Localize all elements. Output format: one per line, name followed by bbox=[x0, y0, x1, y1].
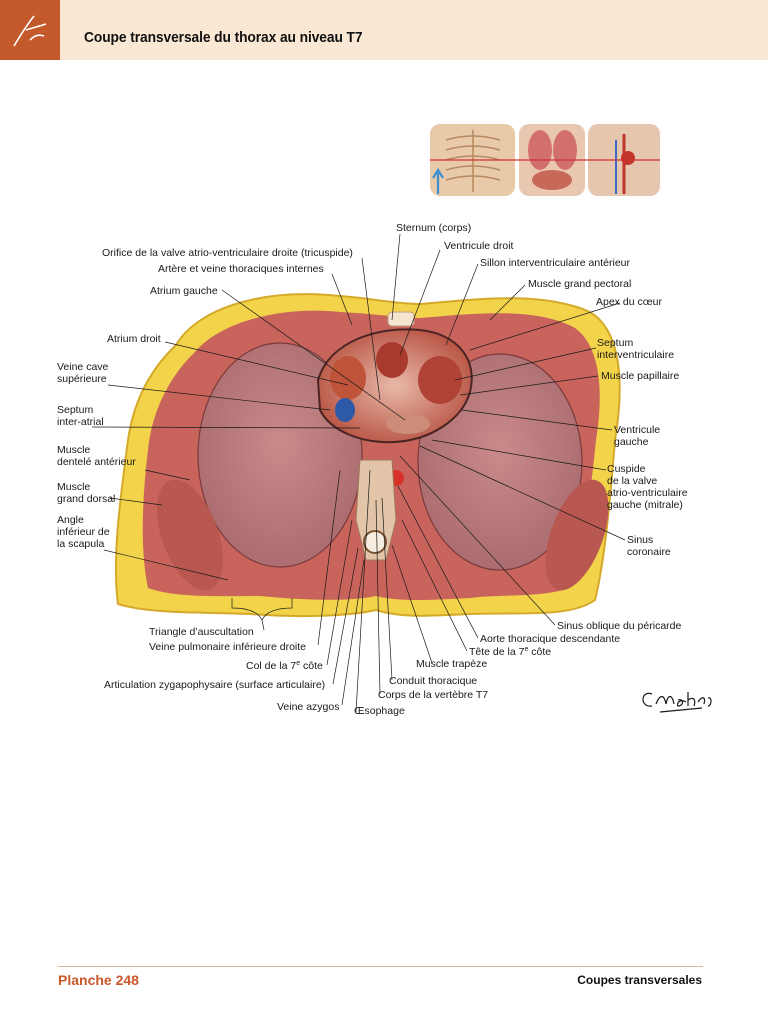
page-header bbox=[0, 0, 768, 60]
label-angle-3: la scapula bbox=[57, 538, 104, 550]
netter-logo bbox=[0, 0, 60, 60]
netter-signature-icon bbox=[13, 15, 47, 47]
label-cuspide-3: atrio-ventriculaire bbox=[607, 487, 688, 499]
label-tete-cote-sup: e bbox=[524, 646, 528, 653]
label-grand-dorsal-2: grand dorsal bbox=[57, 493, 115, 505]
label-vertebre: Corps de la vertèbre T7 bbox=[378, 689, 488, 701]
label-azygos: Veine azygos bbox=[277, 701, 339, 713]
cross-section bbox=[114, 293, 621, 618]
label-sillon: Sillon interventriculaire antérieur bbox=[480, 257, 630, 269]
label-conduit: Conduit thoracique bbox=[389, 675, 477, 687]
label-cuspide-2: de la valve bbox=[607, 475, 657, 487]
label-tete-cote: Tête de la 7e côte bbox=[469, 646, 551, 658]
plate-number: Planche 248 bbox=[58, 972, 139, 988]
label-septum-iv-1: Septum bbox=[597, 337, 633, 349]
label-veine-cave-2: supérieure bbox=[57, 373, 107, 385]
label-arteres-thoraciques: Artère et veine thoraciques internes bbox=[158, 263, 324, 275]
label-tete-cote-text: Tête de la 7 bbox=[469, 646, 525, 658]
label-angle-2: inférieur de bbox=[57, 526, 110, 538]
label-veine-cave-1: Veine cave bbox=[57, 361, 109, 373]
right-scapula-muscle bbox=[157, 479, 223, 591]
label-cuspide-4: gauche (mitrale) bbox=[607, 499, 683, 511]
label-atrium-droit: Atrium droit bbox=[107, 333, 161, 345]
label-oesophage: Œsophage bbox=[354, 705, 405, 717]
label-zygapophysaire: Articulation zygapophysaire (surface art… bbox=[104, 679, 325, 691]
label-cuspide-1: Cuspide bbox=[607, 463, 646, 475]
label-aorte: Aorte thoracique descendante bbox=[480, 633, 620, 645]
footer-divider bbox=[58, 966, 703, 967]
machado-signature bbox=[642, 692, 712, 713]
label-ventricule-gauche-2: gauche bbox=[614, 436, 649, 448]
label-dentele-1: Muscle bbox=[57, 444, 90, 456]
label-col-cote-sup: e bbox=[296, 660, 300, 667]
label-ventricule-droit: Ventricule droit bbox=[444, 240, 514, 252]
leader-lines bbox=[91, 233, 626, 713]
label-sinus-coronaire-1: Sinus bbox=[627, 534, 653, 546]
section-title: Coupes transversales bbox=[577, 973, 702, 987]
orientation-thumbnails bbox=[430, 124, 660, 196]
label-tete-cote-end: côte bbox=[528, 646, 551, 658]
label-apex: Apex du cœur bbox=[596, 296, 662, 308]
spinal-canal bbox=[363, 530, 387, 554]
left-ventricle-shape bbox=[418, 356, 462, 404]
label-grand-pectoral: Muscle grand pectoral bbox=[528, 278, 631, 290]
label-trapeze: Muscle trapèze bbox=[416, 658, 487, 670]
left-scapula-muscle bbox=[545, 479, 609, 591]
label-sinus-coronaire-2: coronaire bbox=[627, 546, 671, 558]
label-triangle: Triangle d’auscultation bbox=[149, 626, 254, 638]
label-col-cote-text: Col de la 7 bbox=[246, 660, 296, 672]
label-angle-1: Angle bbox=[57, 514, 84, 526]
label-sinus-oblique: Sinus oblique du péricarde bbox=[557, 620, 681, 632]
right-atrium-shape bbox=[330, 356, 366, 400]
label-dentele-2: dentelé antérieur bbox=[57, 456, 136, 468]
label-septum-ia-2: inter-atrial bbox=[57, 416, 104, 428]
left-atrium-shape bbox=[386, 414, 430, 434]
label-ventricule-gauche-1: Ventricule bbox=[614, 424, 660, 436]
label-veine-pulmonaire: Veine pulmonaire inférieure droite bbox=[149, 641, 306, 653]
right-ventricle-shape bbox=[376, 342, 408, 378]
label-atrium-gauche: Atrium gauche bbox=[150, 285, 218, 297]
label-septum-iv-2: interventriculaire bbox=[597, 349, 674, 361]
label-muscle-papillaire: Muscle papillaire bbox=[601, 370, 679, 382]
label-orifice-tricuspide: Orifice de la valve atrio-ventriculaire … bbox=[102, 247, 353, 259]
label-sternum: Sternum (corps) bbox=[396, 222, 471, 234]
anatomical-labels: Sternum (corps) Ventricule droit Orifice… bbox=[57, 222, 688, 717]
label-col-cote: Col de la 7e côte bbox=[246, 660, 323, 672]
label-col-cote-end: côte bbox=[300, 660, 323, 672]
label-grand-dorsal-1: Muscle bbox=[57, 481, 90, 493]
label-septum-ia-1: Septum bbox=[57, 404, 93, 416]
view-direction-arrow-icon bbox=[432, 167, 444, 194]
superior-vena-cava-shape bbox=[335, 398, 355, 422]
page-title: Coupe transversale du thorax au niveau T… bbox=[84, 29, 363, 46]
